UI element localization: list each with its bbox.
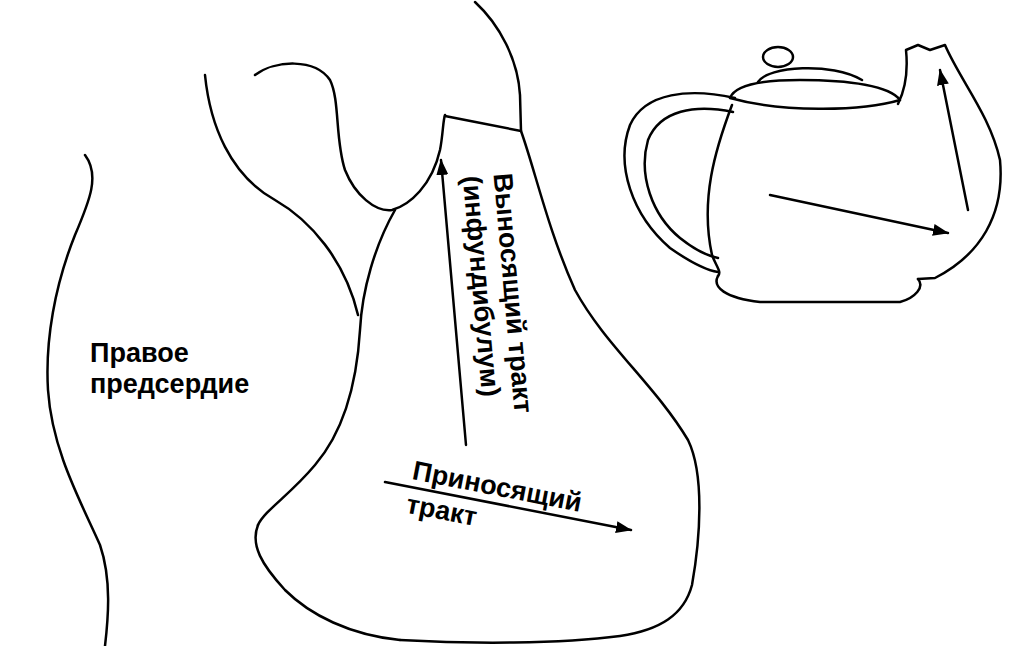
chamber-label: Правое предсердие	[90, 338, 275, 400]
teapot-handle	[645, 109, 733, 258]
teapot-base	[717, 276, 921, 302]
teapot-knob	[763, 47, 793, 67]
aorta-outline	[255, 64, 445, 211]
teapot-body	[708, 105, 732, 276]
teapot-arrow	[770, 195, 948, 233]
teapot-lid	[730, 80, 900, 109]
tract-label: Приносящий тракт	[403, 454, 612, 559]
ventricle-outline	[400, 2, 699, 643]
teapot-lid	[758, 68, 862, 82]
teapot-handle	[625, 93, 735, 272]
valve-line	[445, 116, 521, 131]
teapot-spout	[898, 45, 1001, 279]
septum-outline	[258, 210, 395, 525]
atrium-outline	[47, 155, 108, 646]
teapot-arrow	[940, 70, 968, 210]
tract-label: Выносящий тракт (инфундибулум)	[456, 172, 541, 438]
atrium-border	[205, 75, 358, 315]
av-border	[256, 525, 400, 640]
